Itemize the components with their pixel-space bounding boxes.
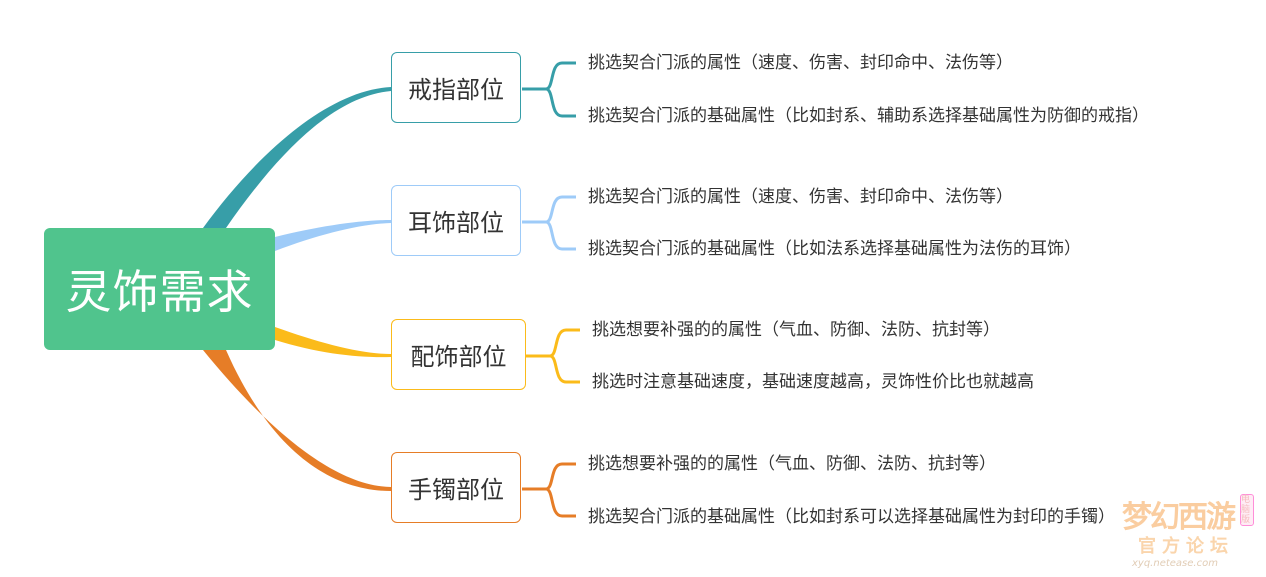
leaf-bracelet-1[interactable]: 挑选想要补强的的属性（气血、防御、法防、抗封等）	[588, 454, 996, 474]
watermark-url: xyq.netease.com	[1132, 558, 1218, 569]
watermark-logo: 梦幻西游 电脑版 官方论坛 xyq.netease.com	[1118, 488, 1258, 572]
branch-ring[interactable]: 戒指部位	[391, 52, 521, 123]
leaf-earring-2[interactable]: 挑选契合门派的基础属性（比如法系选择基础属性为法伤的耳饰）	[588, 239, 1081, 259]
branch-bracelet[interactable]: 手镯部位	[391, 452, 521, 523]
leaf-bracelet-2[interactable]: 挑选契合门派的基础属性（比如封系可以选择基础属性为封印的手镯）	[588, 507, 1115, 527]
leaf-ring-2[interactable]: 挑选契合门派的基础属性（比如封系、辅助系选择基础属性为防御的戒指）	[588, 106, 1149, 126]
bracket-earring	[522, 195, 576, 251]
leaf-accessory-2[interactable]: 挑选时注意基础速度，基础速度越高，灵饰性价比也就越高	[592, 372, 1034, 392]
link-accessory	[275, 327, 391, 358]
watermark-title: 梦幻西游	[1122, 500, 1236, 535]
link-earring	[275, 220, 391, 251]
bracket-ring	[522, 61, 576, 118]
branch-accessory[interactable]: 配饰部位	[391, 319, 526, 390]
link-ring	[203, 87, 391, 228]
leaf-accessory-1[interactable]: 挑选想要补强的的属性（气血、防御、法防、抗封等）	[592, 320, 1000, 340]
watermark-badge: 电脑版	[1240, 494, 1254, 526]
link-bracelet	[203, 350, 391, 491]
watermark-subtitle: 官方论坛	[1138, 536, 1234, 557]
branch-earring[interactable]: 耳饰部位	[391, 185, 521, 256]
bracket-accessory	[526, 328, 580, 384]
leaf-earring-1[interactable]: 挑选契合门派的属性（速度、伤害、封印命中、法伤等）	[588, 187, 1013, 207]
root-node[interactable]: 灵饰需求	[44, 228, 275, 350]
bracket-bracelet	[522, 462, 576, 518]
leaf-ring-1[interactable]: 挑选契合门派的属性（速度、伤害、封印命中、法伤等）	[588, 53, 1013, 73]
